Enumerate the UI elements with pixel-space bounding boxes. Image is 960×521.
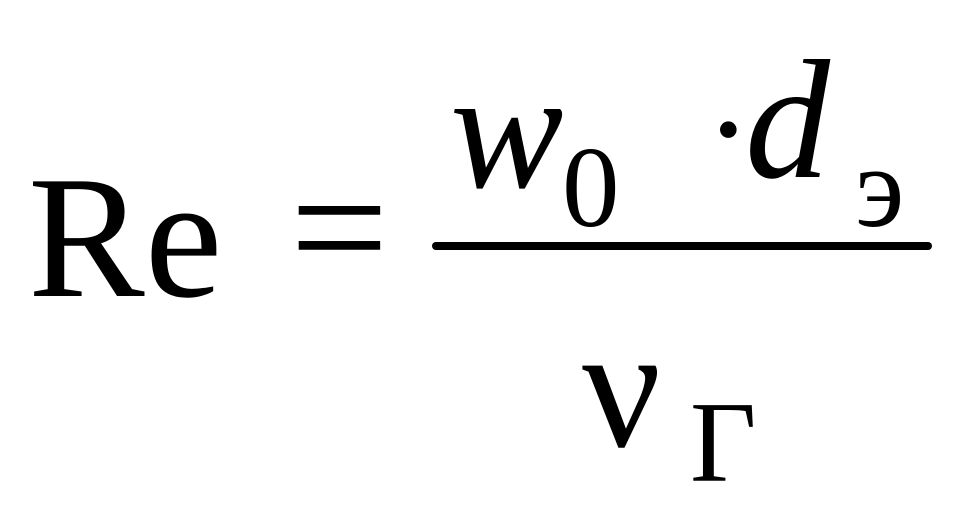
denominator-nu: ν: [582, 290, 662, 484]
numerator-w-subscript: 0: [562, 124, 620, 251]
numerator-w: w: [450, 36, 564, 224]
lhs-re: Re: [28, 140, 223, 334]
numerator-d: d: [745, 26, 830, 214]
multiply-dot: ·: [705, 52, 752, 207]
fraction-bar: [432, 242, 932, 250]
denominator-nu-subscript: Г: [690, 379, 757, 506]
equals-sign: =: [290, 130, 389, 324]
numerator-d-subscript: э: [855, 124, 905, 251]
